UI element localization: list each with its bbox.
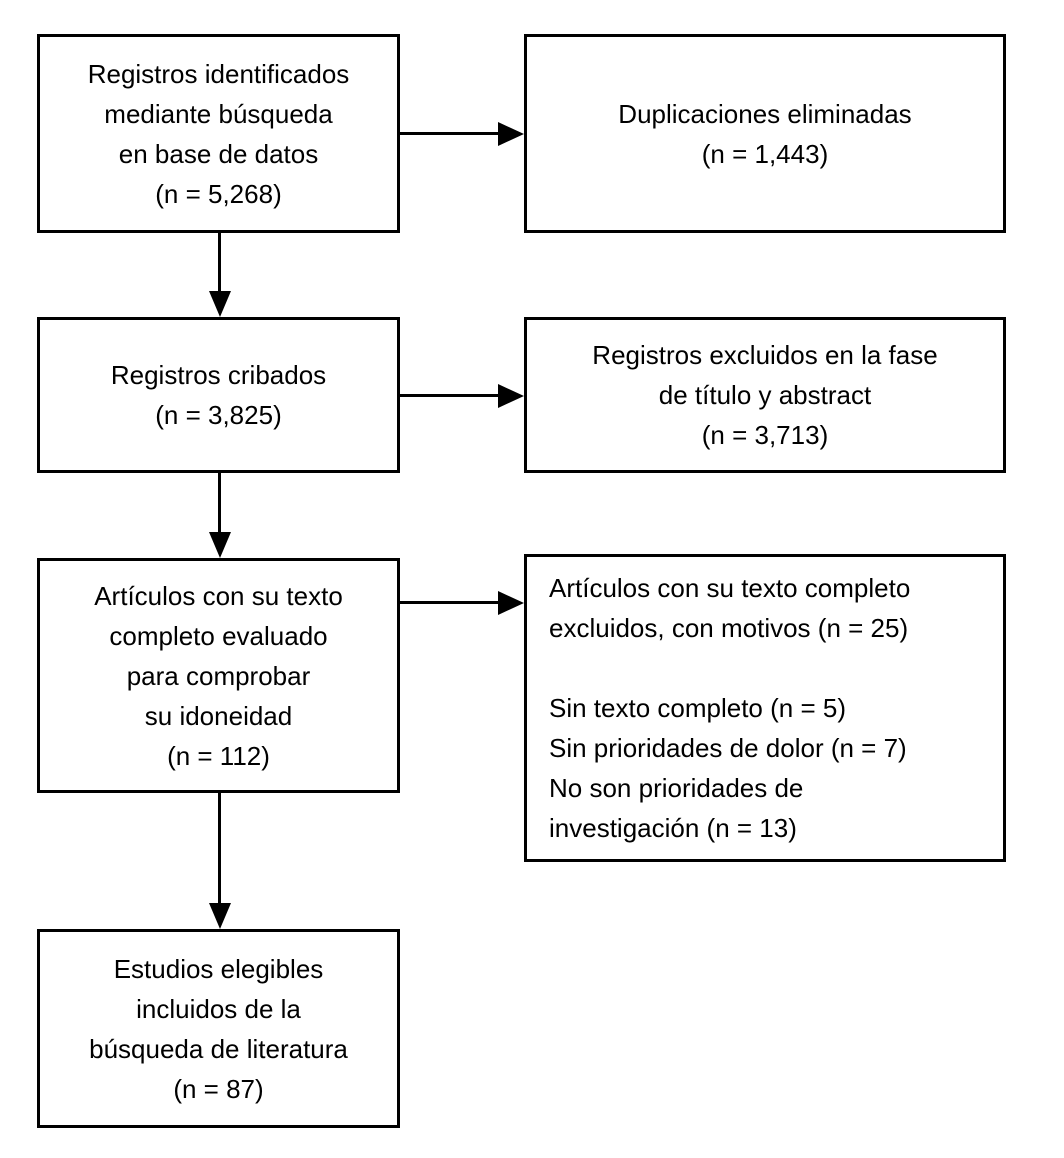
- box-records-screened: Registros cribados (n = 3,825): [37, 317, 400, 473]
- arrow-fulltext-to-excluded: [400, 601, 498, 604]
- box-text-line: investigación (n = 13): [549, 813, 797, 843]
- fulltext-excluded-reasons: Sin texto completo (n = 5) Sin prioridad…: [549, 688, 907, 848]
- box-fulltext-excluded: Artículos con su texto completo excluido…: [524, 554, 1006, 862]
- box-text-line: mediante búsqueda: [104, 98, 333, 129]
- arrow-identified-to-duplicates: [400, 132, 498, 135]
- arrow-screened-to-excluded: [400, 394, 498, 397]
- box-text-line: (n = 87): [173, 1073, 264, 1104]
- box-text-line: Sin prioridades de dolor (n = 7): [549, 733, 907, 763]
- box-text-line: completo evaluado: [109, 620, 328, 651]
- box-records-identified: Registros identificados mediante búsqued…: [37, 34, 400, 233]
- box-text-line: de título y abstract: [658, 380, 872, 410]
- box-text-line: incluidos de la: [136, 993, 301, 1024]
- box-text-line: (n = 3,713): [701, 420, 829, 450]
- box-fulltext-assessed: Artículos con su texto completo evaluado…: [37, 558, 400, 793]
- box-text-line: Registros excluidos en la fase: [592, 340, 938, 370]
- box-text-line: Sin texto completo (n = 5): [549, 693, 846, 723]
- box-text-line: su idoneidad: [144, 700, 293, 731]
- box-text-line: Artículos con su texto completo: [549, 573, 911, 603]
- box-text-line: (n = 5,268): [155, 178, 282, 209]
- box-text-line: (n = 112): [167, 740, 270, 771]
- arrow-screened-to-fulltext: [218, 473, 221, 532]
- box-text-line: en base de datos: [118, 138, 319, 169]
- box-text-line: para comprobar: [126, 660, 311, 691]
- fulltext-excluded-intro: Artículos con su texto completo excluido…: [549, 568, 910, 648]
- arrow-fulltext-to-included: [218, 793, 221, 903]
- box-text-line: (n = 3,825): [155, 400, 282, 430]
- box-text-line: No son prioridades de: [549, 773, 804, 803]
- box-text-line: búsqueda de literatura: [89, 1033, 348, 1064]
- box-title-abstract-excluded: Registros excluidos en la fase de título…: [524, 317, 1006, 473]
- box-text-line: Registros cribados: [110, 360, 327, 390]
- box-text-line: Duplicaciones eliminadas: [618, 98, 912, 129]
- box-text-line: (n = 1,443): [701, 138, 829, 169]
- box-text-line: Estudios elegibles: [113, 953, 324, 984]
- box-text-line: Artículos con su texto: [94, 580, 343, 611]
- box-duplicates-removed: Duplicaciones eliminadas (n = 1,443): [524, 34, 1006, 233]
- box-studies-included: Estudios elegibles incluidos de la búsqu…: [37, 929, 400, 1128]
- box-text-line: Registros identificados: [87, 58, 350, 89]
- arrow-identified-to-screened: [218, 233, 221, 291]
- box-text-line: excluidos, con motivos (n = 25): [549, 613, 909, 643]
